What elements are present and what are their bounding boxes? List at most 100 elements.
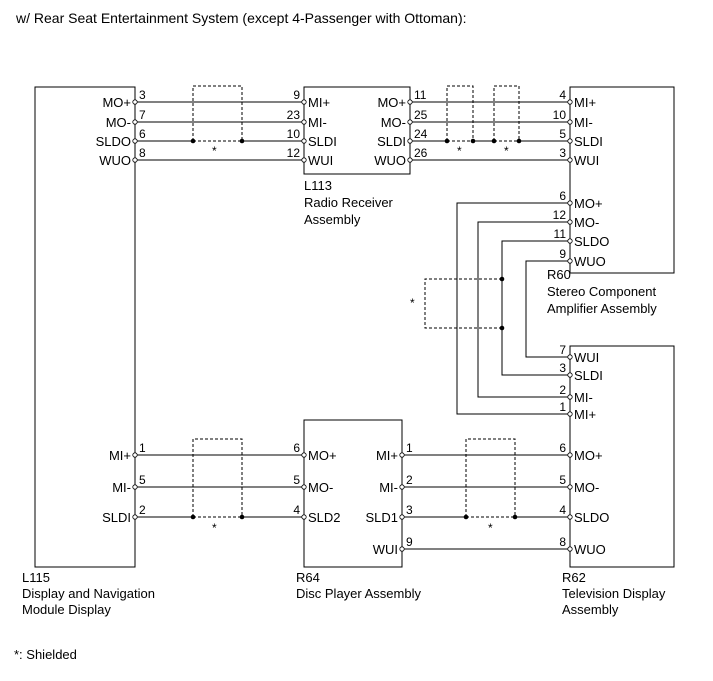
wire-r60-r62-wu <box>525 260 570 358</box>
pin-label: MO- <box>574 215 599 230</box>
pin-number: 11 <box>554 227 567 241</box>
pin-terminal <box>301 138 307 144</box>
pin-terminal <box>399 546 405 552</box>
pin-number: 4 <box>559 88 566 102</box>
pin-number: 6 <box>293 441 300 455</box>
pin-number: 24 <box>414 127 428 141</box>
pin-terminal <box>132 514 138 520</box>
pin-terminal <box>399 452 405 458</box>
pin-number: 7 <box>139 108 146 122</box>
shield-node <box>239 138 245 144</box>
pin-number: 10 <box>553 108 567 122</box>
pin-terminal <box>567 138 573 144</box>
l113-name-line1: Radio Receiver <box>304 195 394 210</box>
r64-box <box>303 419 403 568</box>
pin-label: WUO <box>574 542 606 557</box>
pin-number: 2 <box>559 383 566 397</box>
shield-mark: * <box>410 296 415 310</box>
r60-name-line2: Amplifier Assembly <box>547 301 657 316</box>
pin-label: MO+ <box>377 95 406 110</box>
pin-terminal <box>301 484 307 490</box>
wire-r60-r62-mo-minus <box>477 221 570 398</box>
pin-label: SLD1 <box>365 510 398 525</box>
pin-label: SLDI <box>574 368 603 383</box>
l115-box <box>34 86 136 568</box>
shield-mark: * <box>488 521 493 535</box>
pin-terminal <box>132 157 138 163</box>
pin-label: SLDI <box>308 134 337 149</box>
pin-number: 5 <box>559 127 566 141</box>
pin-terminal <box>301 157 307 163</box>
pin-number: 7 <box>559 343 566 357</box>
shield-r64-r62 <box>465 438 516 518</box>
pin-number: 9 <box>293 88 300 102</box>
pin-label: SLDO <box>574 510 609 525</box>
pin-number: 5 <box>559 473 566 487</box>
pin-number: 12 <box>553 208 567 222</box>
pin-number: 3 <box>559 146 566 160</box>
pin-label: MI+ <box>308 95 330 110</box>
pin-terminal <box>567 411 573 417</box>
pin-terminal <box>132 484 138 490</box>
shield-mark: * <box>504 144 509 158</box>
r60-name-line1: Stereo Component <box>547 284 657 299</box>
l115-name-line1: Display and Navigation <box>22 586 155 601</box>
pin-number: 1 <box>139 441 146 455</box>
pin-number: 1 <box>406 441 413 455</box>
pin-terminal <box>567 372 573 378</box>
pin-number: 1 <box>559 400 566 414</box>
pin-number: 2 <box>139 503 146 517</box>
wire-r60-r62-mo-plus <box>456 202 570 415</box>
pin-terminal <box>301 119 307 125</box>
pin-number: 12 <box>287 146 301 160</box>
shield-l113-r60-b <box>493 85 520 142</box>
pin-label: WUI <box>373 542 398 557</box>
shield-r60-r62 <box>424 278 502 329</box>
r62-code: R62 <box>562 570 586 585</box>
shield-l113-r60-a <box>446 85 474 142</box>
pin-label: MI- <box>574 390 593 405</box>
shield-node <box>470 138 476 144</box>
shield-mark: * <box>212 521 217 535</box>
pin-number: 23 <box>287 108 301 122</box>
pin-terminal <box>132 138 138 144</box>
r62-name-line1: Television Display <box>562 586 666 601</box>
pin-number: 6 <box>559 189 566 203</box>
pin-label: SLDI <box>102 510 131 525</box>
pin-terminal <box>132 119 138 125</box>
pin-terminal <box>132 99 138 105</box>
pin-terminal <box>399 484 405 490</box>
shield-node <box>516 138 522 144</box>
r60-code: R60 <box>547 267 571 282</box>
shield-node <box>499 325 505 331</box>
pin-number: 3 <box>559 361 566 375</box>
pin-label: WUI <box>574 153 599 168</box>
pin-label: MO- <box>106 115 131 130</box>
pin-terminal <box>567 200 573 206</box>
l113-box <box>303 86 411 175</box>
pin-number: 26 <box>414 146 428 160</box>
shield-node <box>463 514 469 520</box>
pin-terminal <box>301 99 307 105</box>
pin-terminal <box>407 119 413 125</box>
pin-label: WUI <box>308 153 333 168</box>
pin-label: MO+ <box>308 448 337 463</box>
pin-terminal <box>567 514 573 520</box>
shield-node <box>444 138 450 144</box>
shield-mark: * <box>457 144 462 158</box>
pin-label: SLDI <box>377 134 406 149</box>
pin-label: MI- <box>308 115 327 130</box>
pin-label: WUI <box>574 350 599 365</box>
pin-number: 10 <box>287 127 301 141</box>
pin-label: WUO <box>574 254 606 269</box>
shield-mark: * <box>212 144 217 158</box>
pin-number: 8 <box>559 535 566 549</box>
l115-name-line2: Module Display <box>22 602 111 617</box>
